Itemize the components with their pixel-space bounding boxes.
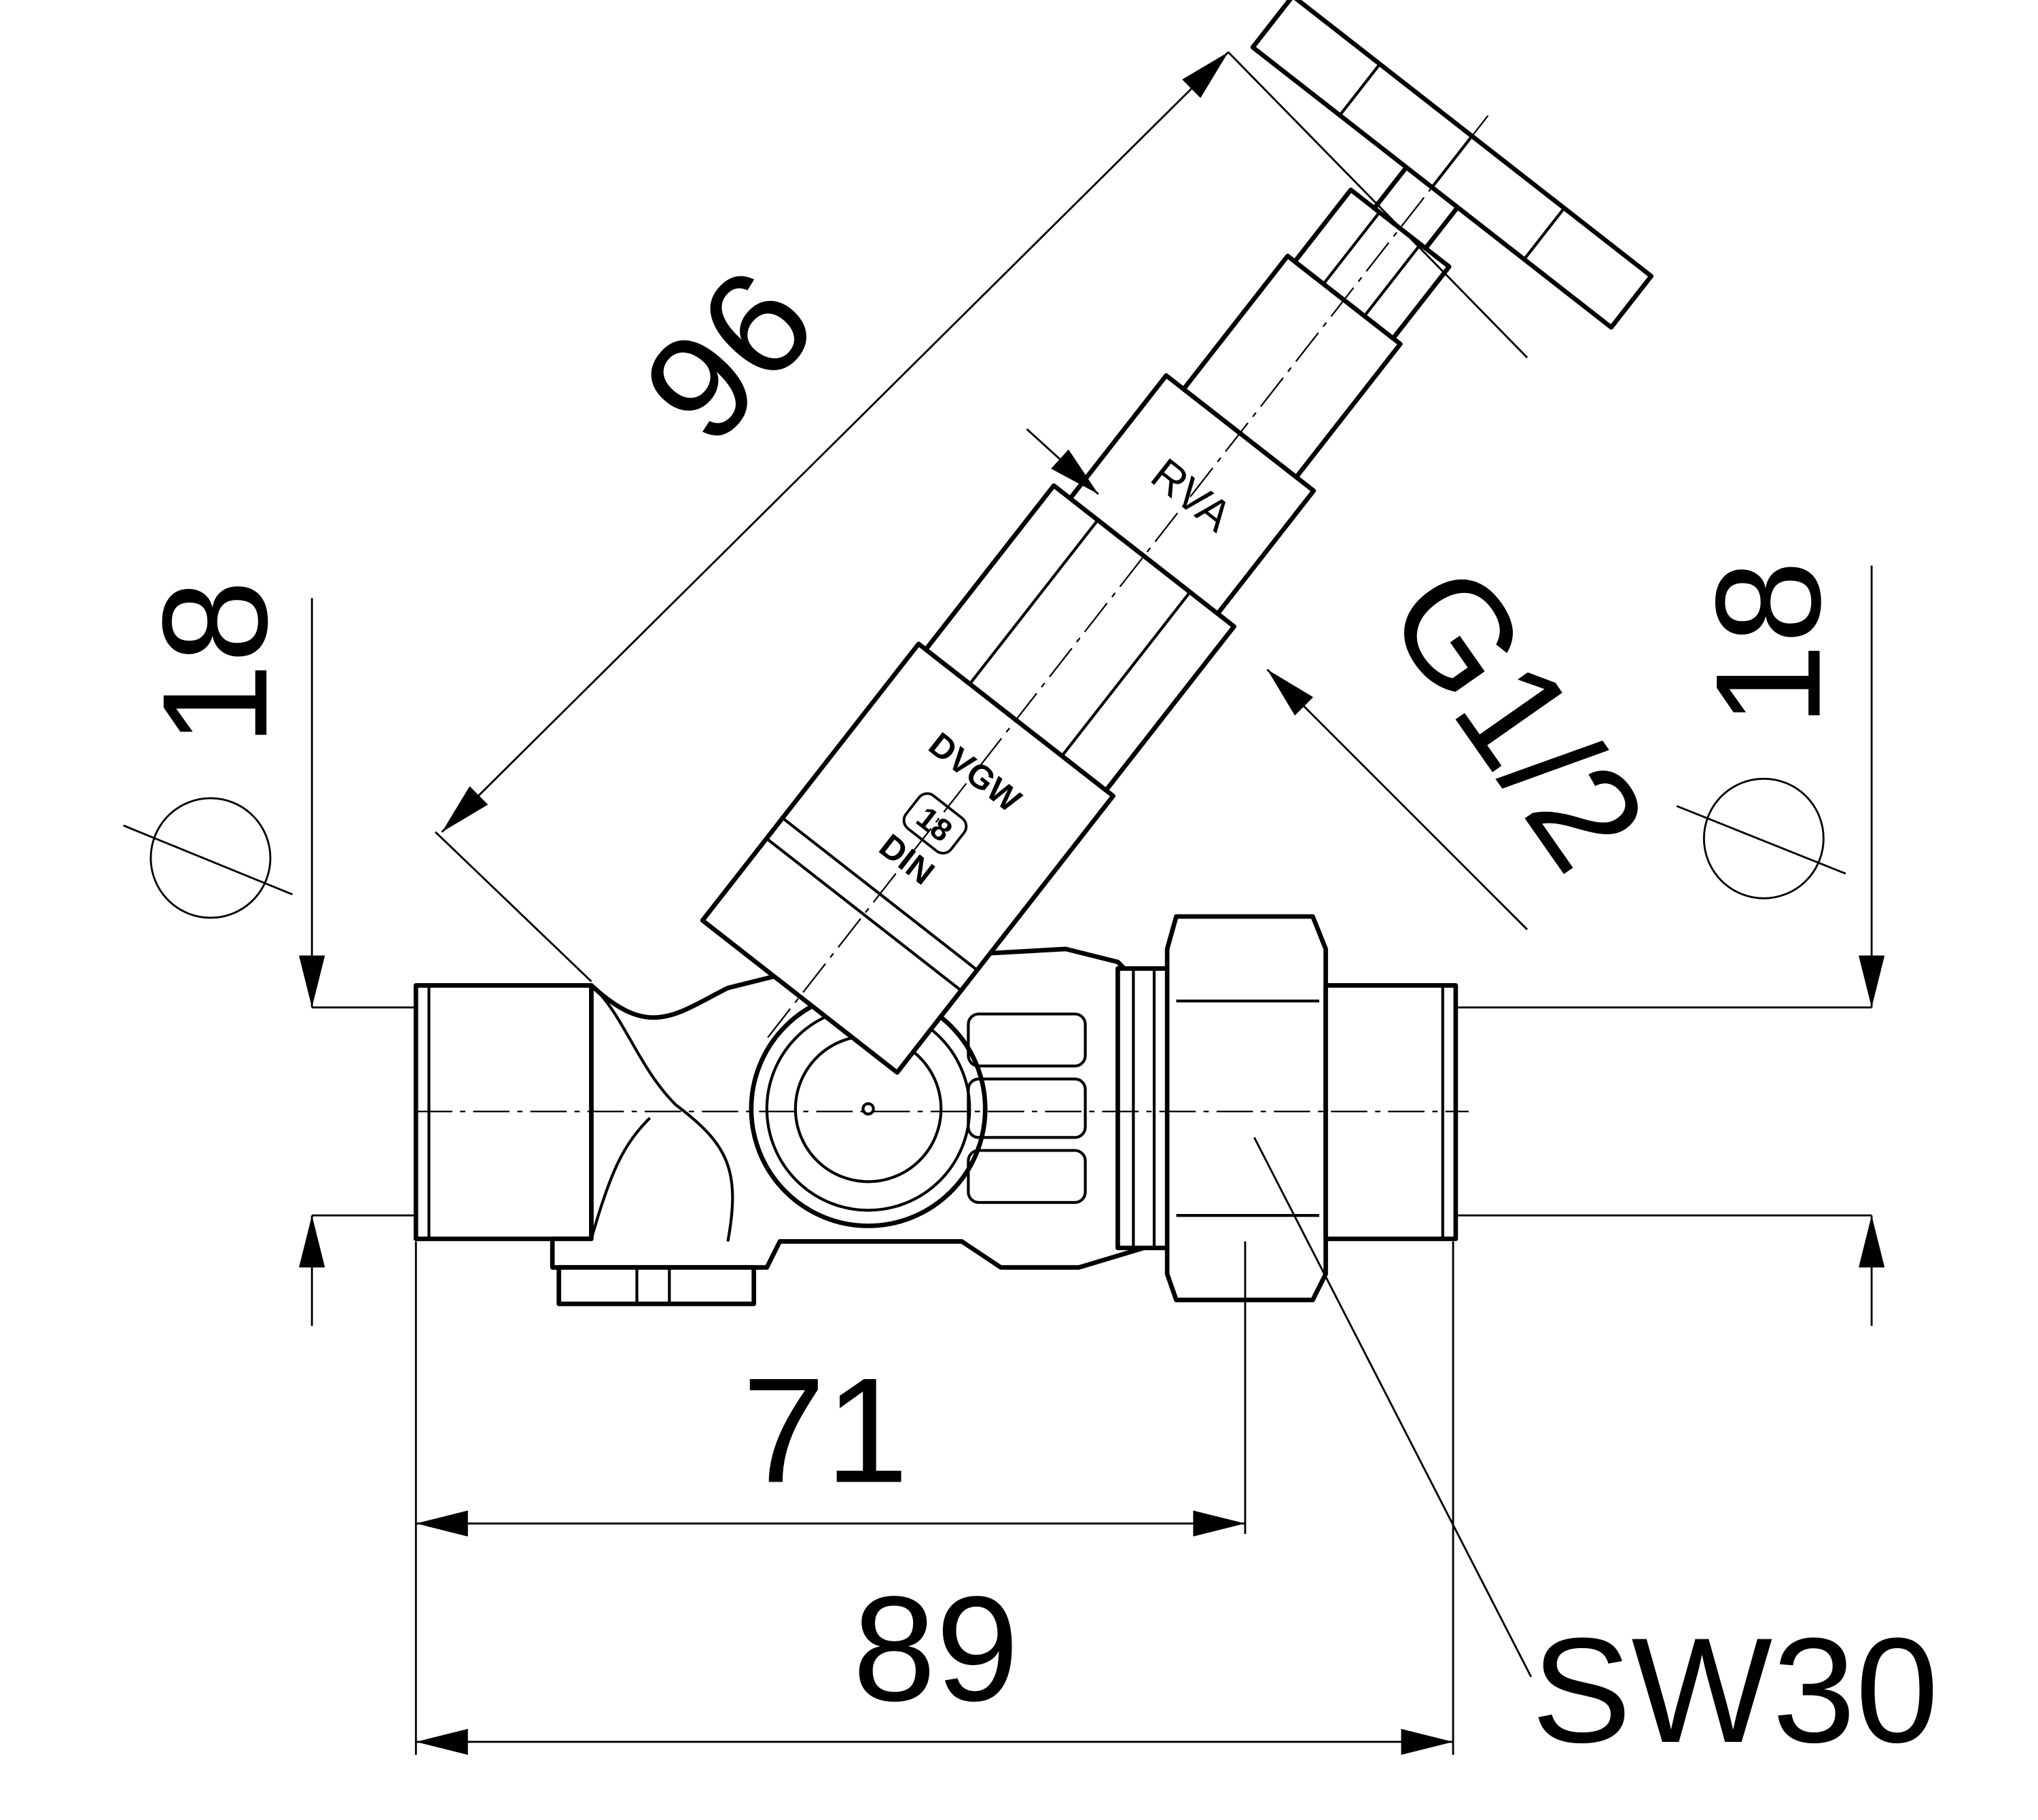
valve-body — [413, 914, 1469, 1306]
left-diameter-label: 18 — [131, 580, 298, 747]
dimension-71: 71 — [414, 1241, 1247, 1755]
wrench-size-callout: SW30 — [1253, 1137, 1939, 1774]
right-diameter-label: 18 — [1685, 560, 1852, 727]
stem-length-label: 96 — [611, 238, 846, 473]
drain-plug — [556, 1265, 757, 1306]
dimension-89: 89 — [416, 1241, 1454, 1755]
diameter-symbol-icon — [1702, 777, 1825, 899]
overall-length-label: 89 — [853, 1565, 1019, 1732]
union-nut — [1164, 914, 1328, 1302]
diameter-symbol-icon — [149, 797, 272, 919]
thread-label: G1/2 — [1356, 537, 1679, 899]
union-neck — [1115, 966, 1173, 1251]
wrench-size-label: SW30 — [1532, 1607, 1939, 1774]
dimension-right-diameter: 18 — [1455, 560, 1885, 1326]
union-distance-label: 71 — [743, 1346, 909, 1514]
dimension-left-diameter: 18 — [123, 580, 416, 1326]
